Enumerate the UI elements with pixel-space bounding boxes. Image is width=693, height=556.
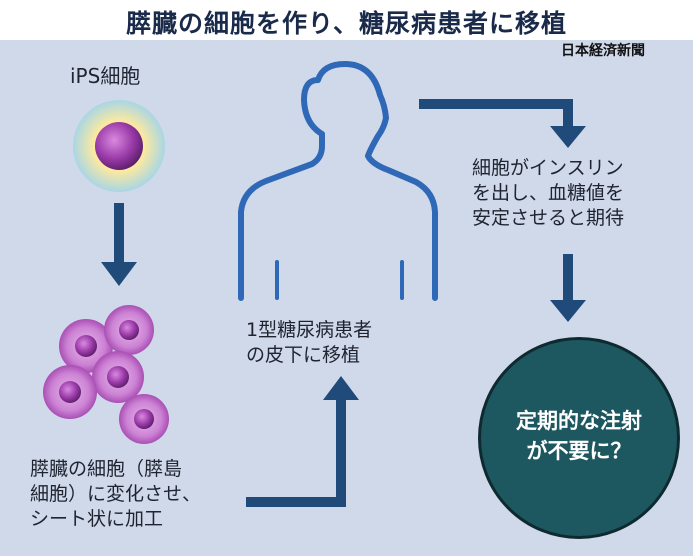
arrow-right-down-icon [419,99,586,148]
arrow-down-icon [101,203,137,286]
credit-logo: 日本経済新聞 [561,43,645,59]
ips-cell-icon [73,100,165,192]
patient-label: 1型糖尿病患者 の皮下に移植 [246,319,373,366]
title-bar [0,0,693,40]
arrow-down-icon [550,254,586,322]
result-circle [478,337,680,539]
result-text: 定期的な注射 が不要に？ [516,409,642,463]
insulin-effect-label: 細胞がインスリン を出し、血糖値を 安定させると期待 [472,157,625,229]
islet-cell-label: 膵臓の細胞（膵島 細胞）に変化させ、 シート状に加工 [30,458,202,530]
ips-cell-label: iPS細胞 [70,64,141,88]
human-body-icon [238,61,438,301]
arrow-up-icon [246,376,359,507]
islet-cells-icon [43,305,169,444]
diagram-title: 膵臓の細胞を作り、糖尿病患者に移植 [125,9,567,38]
